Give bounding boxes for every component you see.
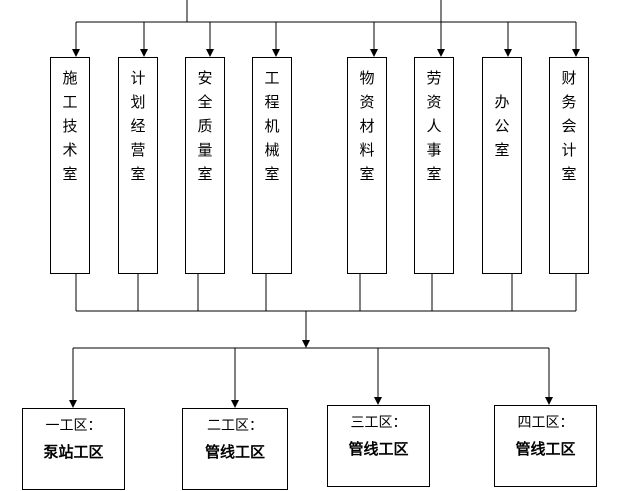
dept-label-char: 财 bbox=[561, 69, 577, 87]
dept-planning: 计划经营室 bbox=[118, 57, 158, 274]
dept-label-char: 室 bbox=[561, 165, 577, 183]
zone-name: 二工区： bbox=[207, 418, 263, 434]
dept-label-char: 公 bbox=[494, 117, 510, 135]
dept-label: 财务会计室 bbox=[561, 66, 576, 186]
dept-label-char: 营 bbox=[130, 141, 146, 159]
dept-label-char: 务 bbox=[561, 93, 577, 111]
dept-label-char: 工 bbox=[264, 69, 280, 87]
dept-label-char: 劳 bbox=[426, 69, 442, 87]
dept-label-char: 安 bbox=[197, 69, 213, 87]
dept-label-char: 材 bbox=[359, 117, 375, 135]
dept-label-char: 械 bbox=[264, 141, 280, 159]
zone-name: 三工区： bbox=[350, 415, 407, 431]
dept-label-char: 术 bbox=[62, 141, 78, 159]
dept-label-char: 料 bbox=[359, 141, 375, 159]
dept-label-char: 资 bbox=[426, 93, 442, 111]
dept-label: 施工技术室 bbox=[62, 66, 77, 186]
dept-label: 劳资人事室 bbox=[426, 66, 441, 186]
dept-label: 办公室 bbox=[494, 90, 509, 162]
dept-label-char: 物 bbox=[359, 69, 375, 87]
dept-label: 工程机械室 bbox=[264, 66, 279, 186]
dept-hr: 劳资人事室 bbox=[414, 57, 454, 274]
dept-label-char: 室 bbox=[359, 165, 375, 183]
dept-label: 物资材料室 bbox=[359, 66, 374, 186]
dept-label-char: 划 bbox=[130, 93, 146, 111]
dept-label-char: 程 bbox=[264, 93, 280, 111]
dept-label-char: 施 bbox=[62, 69, 78, 87]
dept-label-char: 计 bbox=[130, 69, 146, 87]
zone-3: 三工区： 管线工区 bbox=[327, 405, 430, 487]
zone-type: 管线工区 bbox=[204, 443, 265, 461]
dept-safety-quality: 安全质量室 bbox=[185, 57, 225, 274]
dept-label-char: 工 bbox=[62, 93, 78, 111]
dept-label-char: 室 bbox=[130, 165, 146, 183]
dept-label-char: 全 bbox=[197, 93, 213, 111]
dept-label-char: 机 bbox=[264, 117, 280, 135]
dept-office: 办公室 bbox=[482, 57, 522, 274]
dept-label-char: 人 bbox=[426, 117, 442, 135]
zone-type: 管线工区 bbox=[348, 440, 409, 458]
dept-label-char: 计 bbox=[561, 141, 577, 159]
dept-label-char: 室 bbox=[197, 165, 213, 183]
zone-type: 管线工区 bbox=[515, 440, 576, 458]
zone-type: 泵站工区 bbox=[43, 443, 104, 461]
dept-label-char: 办 bbox=[494, 93, 510, 111]
dept-label-char: 室 bbox=[494, 141, 510, 159]
zone-name: 四工区： bbox=[517, 415, 574, 431]
dept-label-char: 资 bbox=[359, 93, 375, 111]
zone-2: 二工区： 管线工区 bbox=[182, 408, 288, 490]
dept-label-char: 会 bbox=[561, 117, 577, 135]
dept-label-char: 室 bbox=[264, 165, 280, 183]
dept-label-char: 事 bbox=[426, 141, 442, 159]
dept-label-char: 质 bbox=[197, 117, 213, 135]
dept-label-char: 经 bbox=[130, 117, 146, 135]
dept-label-char: 技 bbox=[62, 117, 78, 135]
dept-label: 安全质量室 bbox=[197, 66, 212, 186]
dept-label: 计划经营室 bbox=[130, 66, 145, 186]
dept-machinery: 工程机械室 bbox=[252, 57, 292, 274]
zone-4: 四工区： 管线工区 bbox=[494, 405, 597, 487]
zone-name: 一工区： bbox=[45, 418, 102, 434]
zone-1: 一工区： 泵站工区 bbox=[22, 408, 125, 490]
dept-finance: 财务会计室 bbox=[549, 57, 589, 274]
dept-label-char: 室 bbox=[62, 165, 78, 183]
dept-label-char: 室 bbox=[426, 165, 442, 183]
dept-label-char: 量 bbox=[197, 141, 213, 159]
dept-materials: 物资材料室 bbox=[347, 57, 387, 274]
dept-construction-tech: 施工技术室 bbox=[50, 57, 90, 274]
